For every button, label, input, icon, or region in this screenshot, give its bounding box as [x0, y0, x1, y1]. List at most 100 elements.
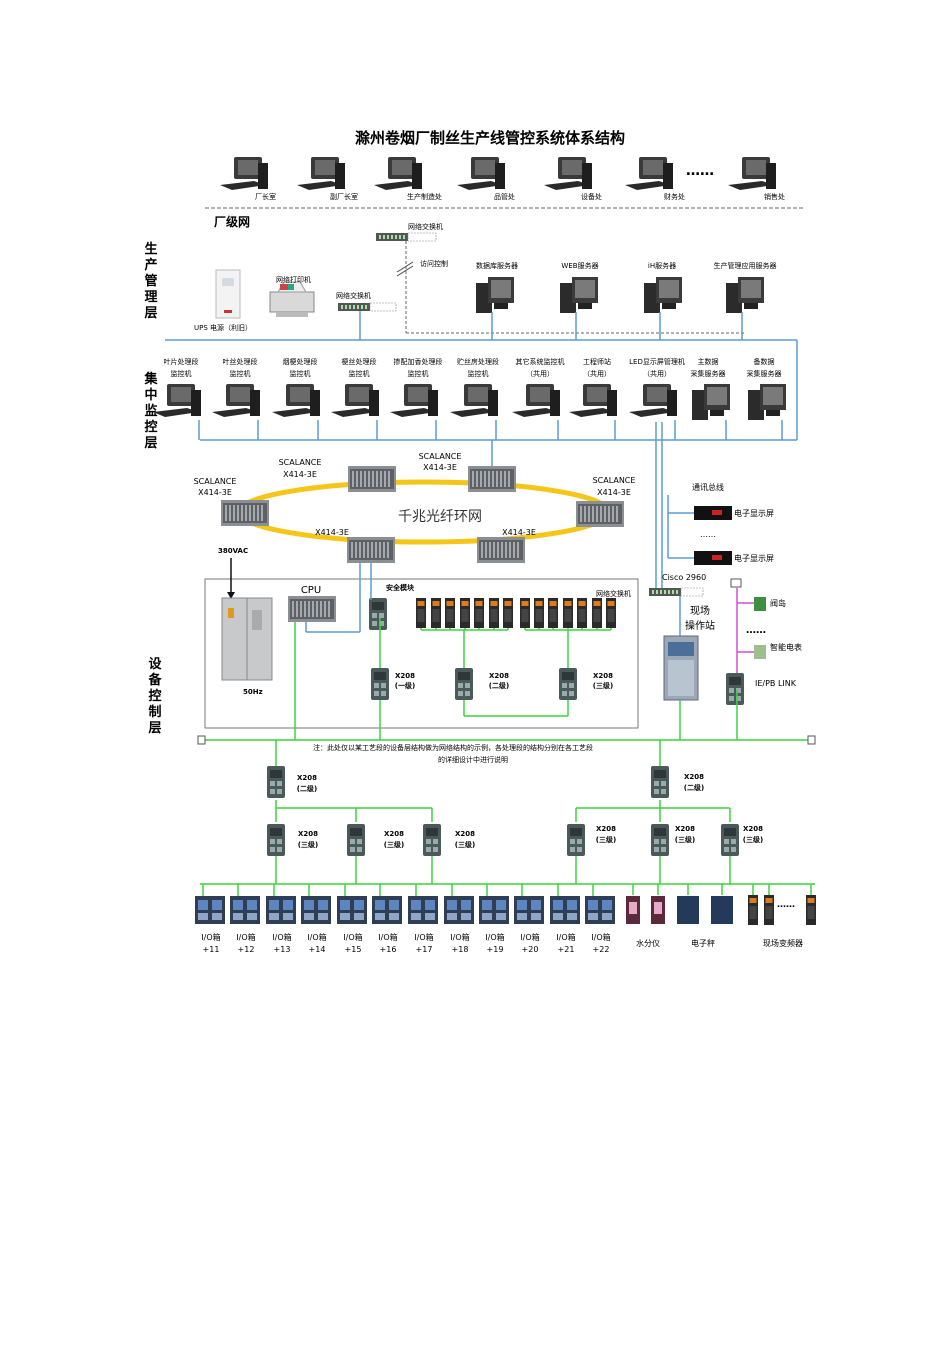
vfd-icon — [563, 598, 573, 628]
io-box-icon — [585, 896, 601, 924]
monitor-station-label: 监控机 — [171, 369, 192, 378]
ws-label: 品管处 — [494, 192, 515, 201]
monitor-stations: 叶片处理段监控机叶丝处理段监控机烟梗处理段监控机梗丝处理段监控机掺配加香处理段监… — [153, 357, 786, 440]
ws-label: 销售处 — [764, 192, 785, 201]
io-box-label: I/O箱 — [414, 932, 433, 942]
io-box-label: I/O箱 — [272, 932, 291, 942]
x208-label: X208 — [684, 773, 704, 781]
field-station-label: 操作站 — [685, 619, 715, 632]
green-network — [200, 618, 815, 885]
pc-icon — [450, 384, 498, 417]
bottom-devices: I/O箱+11I/O箱+12I/O箱+13I/O箱+14I/O箱+15I/O箱+… — [195, 884, 812, 954]
io-box-number: +18 — [452, 945, 469, 954]
pc-icon — [544, 157, 592, 190]
access-control-label: 访问控制 — [420, 259, 448, 268]
note-line: 的详细设计中进行说明 — [438, 755, 508, 764]
io-box-label: I/O箱 — [307, 932, 326, 942]
io-box-icon — [266, 896, 282, 924]
layer-label-monitoring: 集中监控层 — [143, 371, 158, 451]
io-box-icon — [209, 896, 225, 924]
io-box-number: +12 — [238, 945, 255, 954]
vfd-icon — [489, 598, 499, 628]
comm-bus-lines — [655, 422, 694, 590]
pc-icon — [220, 157, 268, 190]
cpu-rack-icon — [288, 596, 336, 622]
io-box-icon — [514, 896, 530, 924]
vfd-icon — [548, 598, 558, 628]
layer-label-production: 生产管理层 — [144, 241, 157, 321]
vfd-icon — [748, 895, 758, 925]
scalance-rack-icon — [477, 537, 525, 563]
server-icon — [748, 384, 786, 420]
note-line: 注：此处仅以某工艺段的设备层结构做为网络结构的示例，各处理段的结构分别在各工艺段 — [313, 743, 593, 752]
io-box-icon — [408, 896, 424, 924]
io-box-label: I/O箱 — [485, 932, 504, 942]
scalance-label: SCALANCE — [593, 476, 636, 485]
scalance-label: SCALANCE — [194, 477, 237, 486]
ws-label: 财务处 — [664, 192, 685, 201]
iepb-link-icon — [726, 673, 744, 705]
pc-icon — [629, 384, 677, 417]
moisture-meter-label: 水分仪 — [636, 938, 660, 948]
pc-icon — [331, 384, 379, 417]
io-box-label: I/O箱 — [591, 932, 610, 942]
led-display-label: 电子显示屏 — [734, 508, 774, 518]
x208-level: (三级) — [298, 840, 318, 849]
pc-icon — [374, 157, 422, 190]
x208-label: X208 — [395, 672, 415, 680]
pc-icon — [569, 384, 617, 417]
safety-module-label: 安全模块 — [386, 583, 415, 592]
voltage-label: 380VAC — [218, 547, 248, 555]
monitor-station-label: （共用） — [643, 369, 671, 378]
ups-label: UPS 电源（利旧） — [194, 323, 252, 332]
terminator-icon — [807, 735, 816, 745]
dots-text: …… — [700, 530, 716, 539]
frequency-label: 50Hz — [243, 688, 263, 696]
x414-label: X414-3E — [423, 463, 457, 472]
monitor-station-label: （共用） — [583, 369, 611, 378]
monitor-station-label: 采集服务器 — [691, 369, 726, 378]
dots-text: …… — [777, 900, 795, 910]
pc-icon — [212, 384, 260, 417]
io-box-number: +20 — [522, 945, 539, 954]
io-box-icon — [315, 896, 331, 924]
scale-icon — [711, 896, 733, 924]
smart-meter-label: 智能电表 — [770, 642, 802, 652]
ring-label: 千兆光纤环网 — [398, 509, 482, 525]
scalance-label: SCALANCE — [419, 452, 462, 461]
scalance-rack-icon — [221, 500, 269, 526]
io-box-icon — [244, 896, 260, 924]
pc-icon — [457, 157, 505, 190]
vfd-icon — [474, 598, 484, 628]
field-devices: 水分仪 电子秤 …… 现场变频器 — [626, 895, 816, 948]
printer-icon — [269, 281, 315, 317]
io-box-number: +17 — [416, 945, 433, 954]
server-icon — [560, 277, 598, 313]
vfd-icon — [577, 598, 587, 628]
ws-label: 生产制造处 — [407, 192, 442, 201]
smart-meter-icon — [754, 645, 766, 659]
x208-switch-icon — [455, 668, 473, 700]
led-display-icon — [694, 506, 732, 520]
vfd-icon — [431, 598, 441, 628]
net-switch-ctrl-label: 网络交换机 — [596, 589, 631, 598]
x208-label: X208 — [298, 830, 318, 838]
x208-level: (三级) — [384, 840, 404, 849]
led-display-icon — [694, 551, 732, 565]
x208-label: X208 — [743, 825, 763, 833]
server-icon — [692, 384, 730, 420]
vfd-icon — [520, 598, 530, 628]
x208-switch-icon — [651, 824, 669, 856]
monitor-station-label: （共用） — [526, 369, 554, 378]
io-box-icon — [280, 896, 296, 924]
x208-switch-icon — [371, 668, 389, 700]
field-station-icon — [663, 635, 699, 701]
io-box-label: I/O箱 — [378, 932, 397, 942]
io-box-icon — [599, 896, 615, 924]
vfd-icon — [764, 895, 774, 925]
vfd-icon — [460, 598, 470, 628]
x208-label: X208 — [297, 774, 317, 782]
monitor-station-label: 监控机 — [290, 369, 311, 378]
